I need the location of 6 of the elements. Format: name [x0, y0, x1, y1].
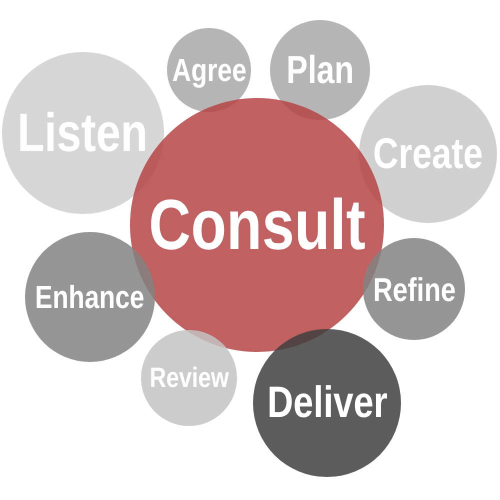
- bubble-label: Enhance: [35, 281, 145, 313]
- bubble-label: Agree: [172, 54, 246, 86]
- bubble-label: Deliver: [266, 381, 388, 425]
- bubble-label: Consult: [148, 190, 366, 260]
- bubble-label: Refine: [372, 272, 456, 306]
- bubble-label: Plan: [286, 50, 354, 90]
